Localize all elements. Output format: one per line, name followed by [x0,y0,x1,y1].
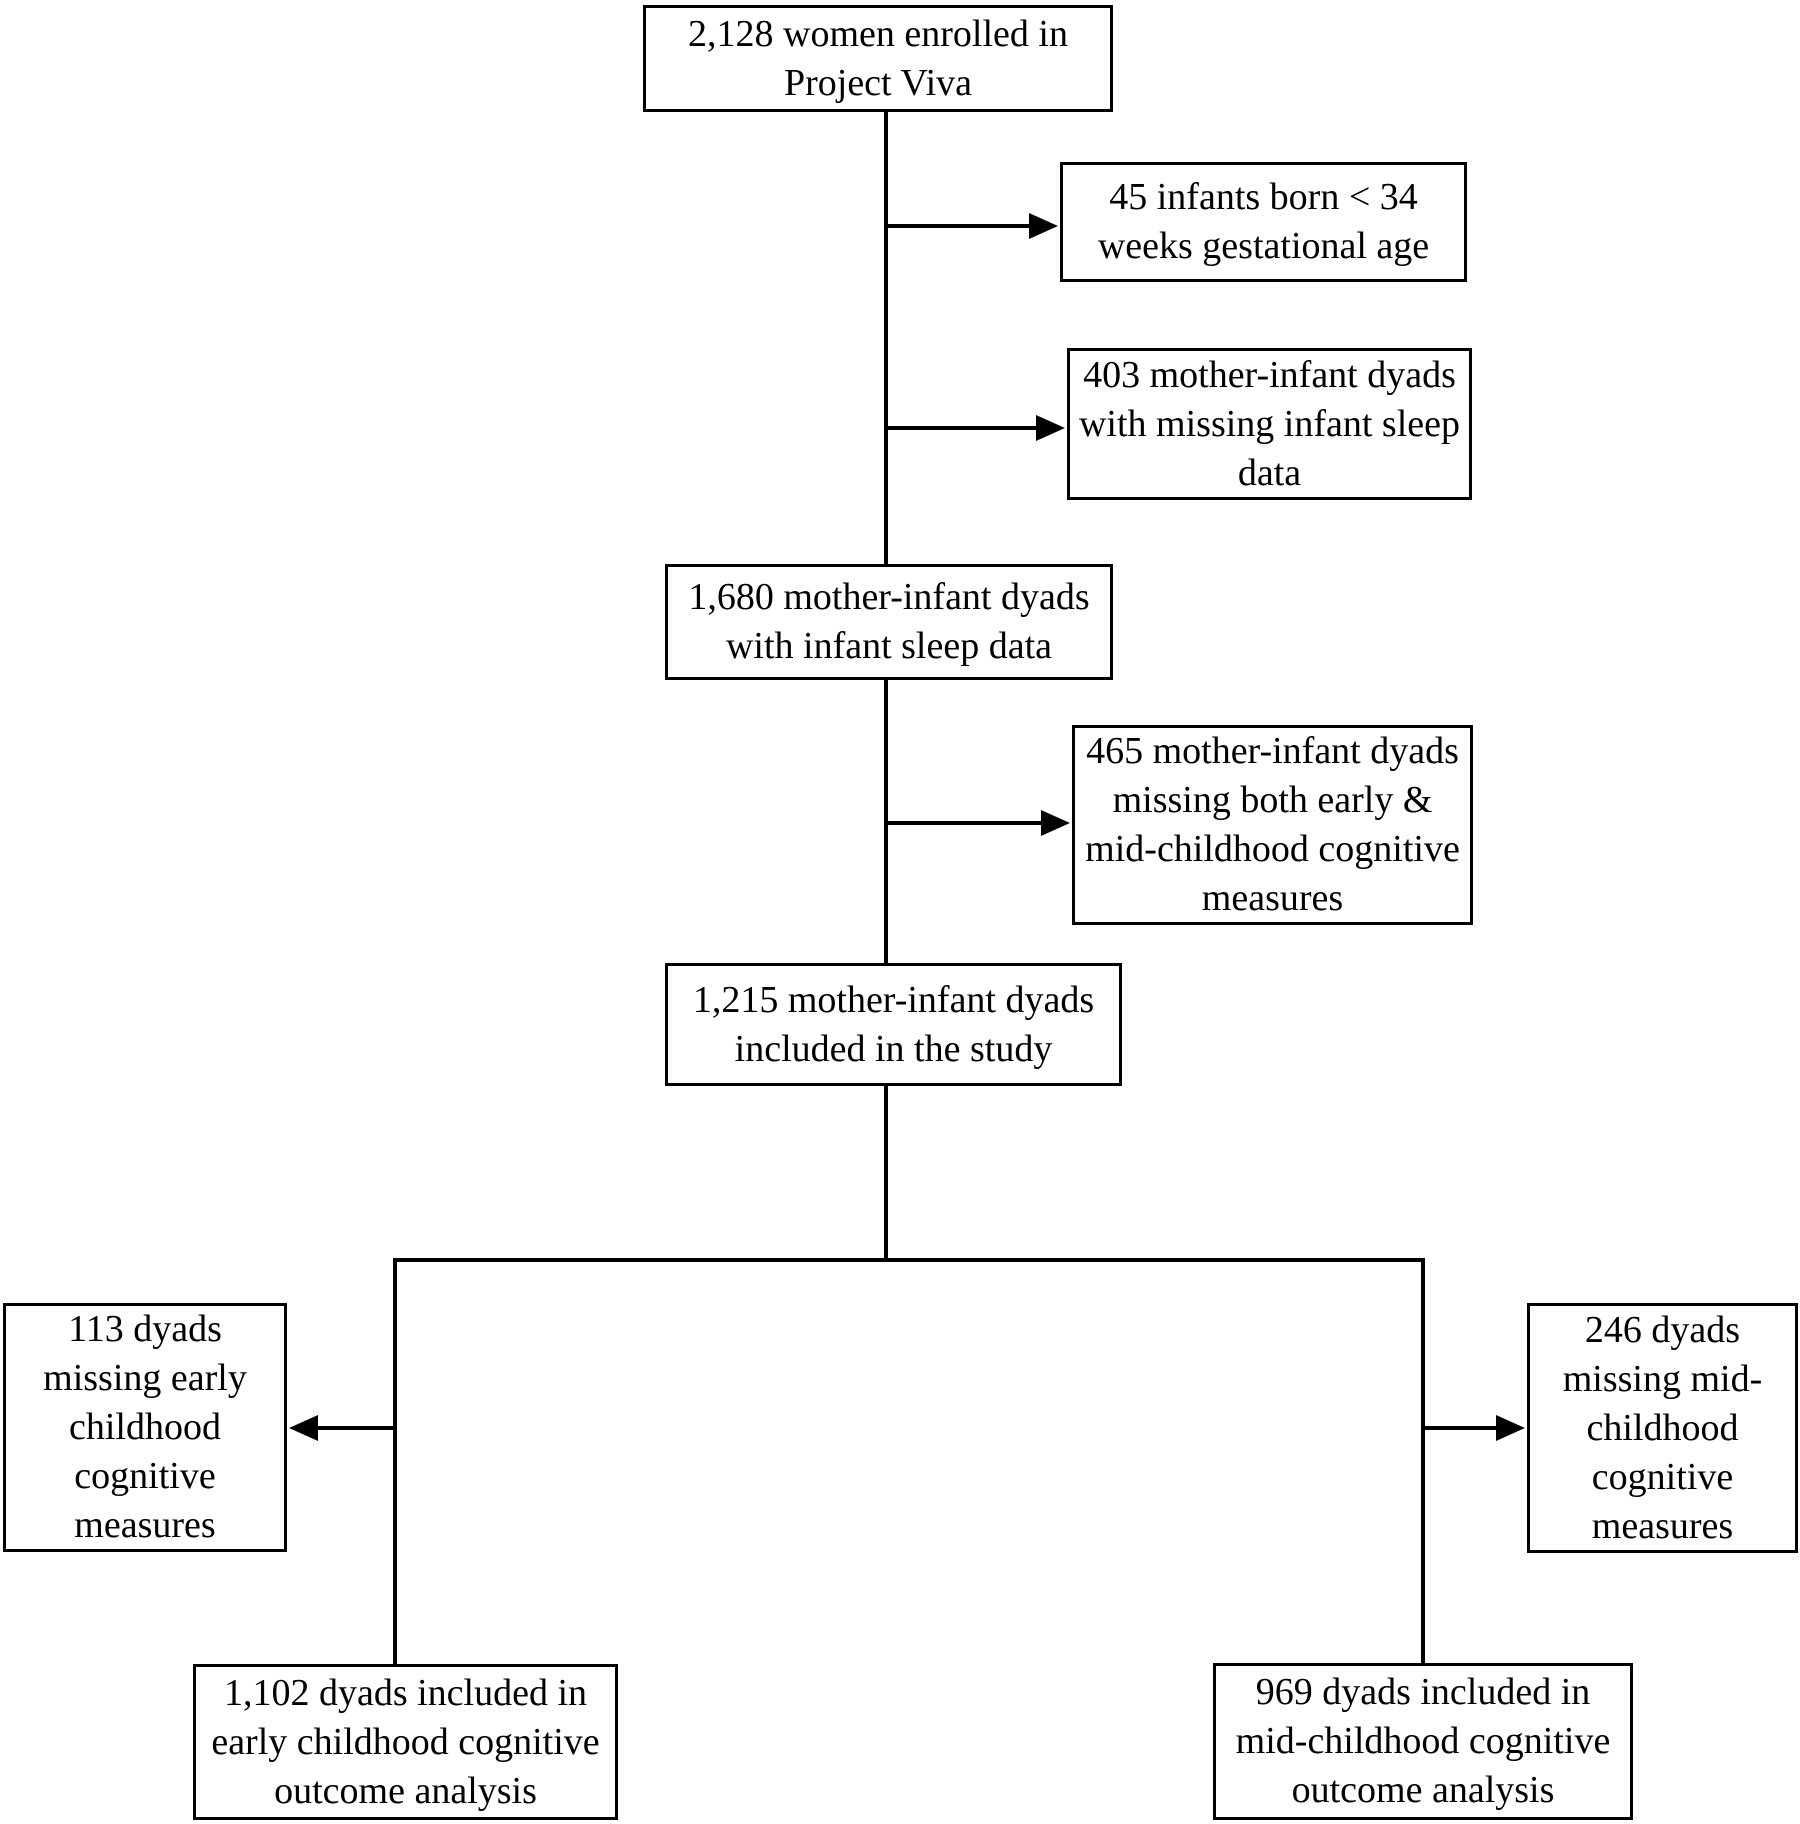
arrow-shaft-to-missing-both [886,821,1044,825]
arrowhead-to-missing-early [289,1415,318,1441]
connector-included-to-branch [884,1084,888,1262]
arrowhead-to-missing-both [1041,810,1070,836]
flow-box-excluded-missing-sleep: 403 mother-infant dyads with missing inf… [1067,348,1472,500]
arrow-shaft-to-missing-early [316,1426,397,1430]
flow-box-missing-early: 113 dyads missing early childhood cognit… [3,1303,287,1552]
flow-box-excluded-preterm: 45 infants born < 34 weeks gestational a… [1060,162,1467,282]
flow-box-excluded-missing-both: 465 mother-infant dyads missing both ear… [1072,725,1473,925]
arrowhead-to-missing-mid [1496,1415,1525,1441]
flow-box-early-analysis: 1,102 dyads included in early childhood … [193,1664,618,1820]
flow-box-mid-analysis: 969 dyads included in mid-childhood cogn… [1213,1663,1633,1820]
arrow-shaft-to-missing-mid [1423,1426,1499,1430]
branch-horizontal-line [393,1258,1425,1262]
connector-enrolled-to-sleepdata [884,111,888,566]
arrowhead-to-missing-sleep [1036,415,1065,441]
arrow-shaft-to-preterm [886,224,1032,228]
arrowhead-to-preterm [1029,213,1058,239]
flow-box-with-sleep-data: 1,680 mother-infant dyads with infant sl… [665,564,1113,680]
flow-box-missing-mid: 246 dyads missing mid- childhood cogniti… [1527,1303,1798,1553]
flow-box-included-study: 1,215 mother-infant dyads included in th… [665,963,1122,1086]
branch-right-vertical-line [1421,1258,1425,1665]
branch-left-vertical-line [393,1258,397,1666]
flow-box-enrolled: 2,128 women enrolled in Project Viva [643,5,1113,112]
arrow-shaft-to-missing-sleep [886,426,1039,430]
